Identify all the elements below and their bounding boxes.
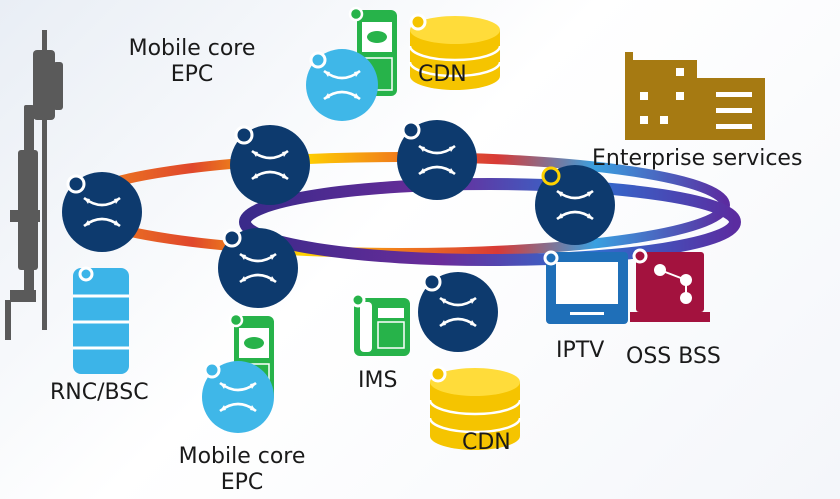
- tv-icon: [543, 250, 628, 324]
- router-icon: [218, 228, 298, 308]
- label-line: EPC: [220, 470, 264, 495]
- label-cdn-top: CDN: [418, 62, 467, 87]
- workstation-icon: [630, 248, 710, 322]
- database-icon: [408, 13, 502, 90]
- label-enterprise: Enterprise services: [592, 146, 803, 171]
- label-line: Mobile core: [128, 36, 256, 61]
- inner-ring: [239, 178, 741, 266]
- cell-tower-icon: [5, 30, 63, 340]
- label-oss-bss: OSS BSS: [626, 344, 721, 369]
- desk-phone-icon: [350, 292, 410, 356]
- database-icon: [428, 365, 522, 450]
- router-icon: [535, 165, 615, 245]
- label-mobile-core-top: Mobile core EPC: [112, 36, 272, 88]
- building-icon: [625, 52, 765, 140]
- router-icon: [306, 49, 378, 121]
- label-ims: IMS: [358, 368, 398, 393]
- label-rnc-bsc: RNC/BSC: [50, 380, 149, 405]
- router-icon: [62, 172, 142, 252]
- label-line: Mobile core: [178, 444, 306, 469]
- router-icon: [397, 120, 477, 200]
- label-iptv: IPTV: [556, 338, 605, 363]
- router-icon: [202, 361, 274, 433]
- label-mobile-core-bottom: Mobile core EPC: [162, 444, 322, 496]
- router-icon: [230, 125, 310, 205]
- label-line: EPC: [170, 62, 214, 87]
- server-icon: [73, 266, 129, 374]
- label-cdn-bottom: CDN: [462, 430, 511, 455]
- router-icon: [418, 272, 498, 352]
